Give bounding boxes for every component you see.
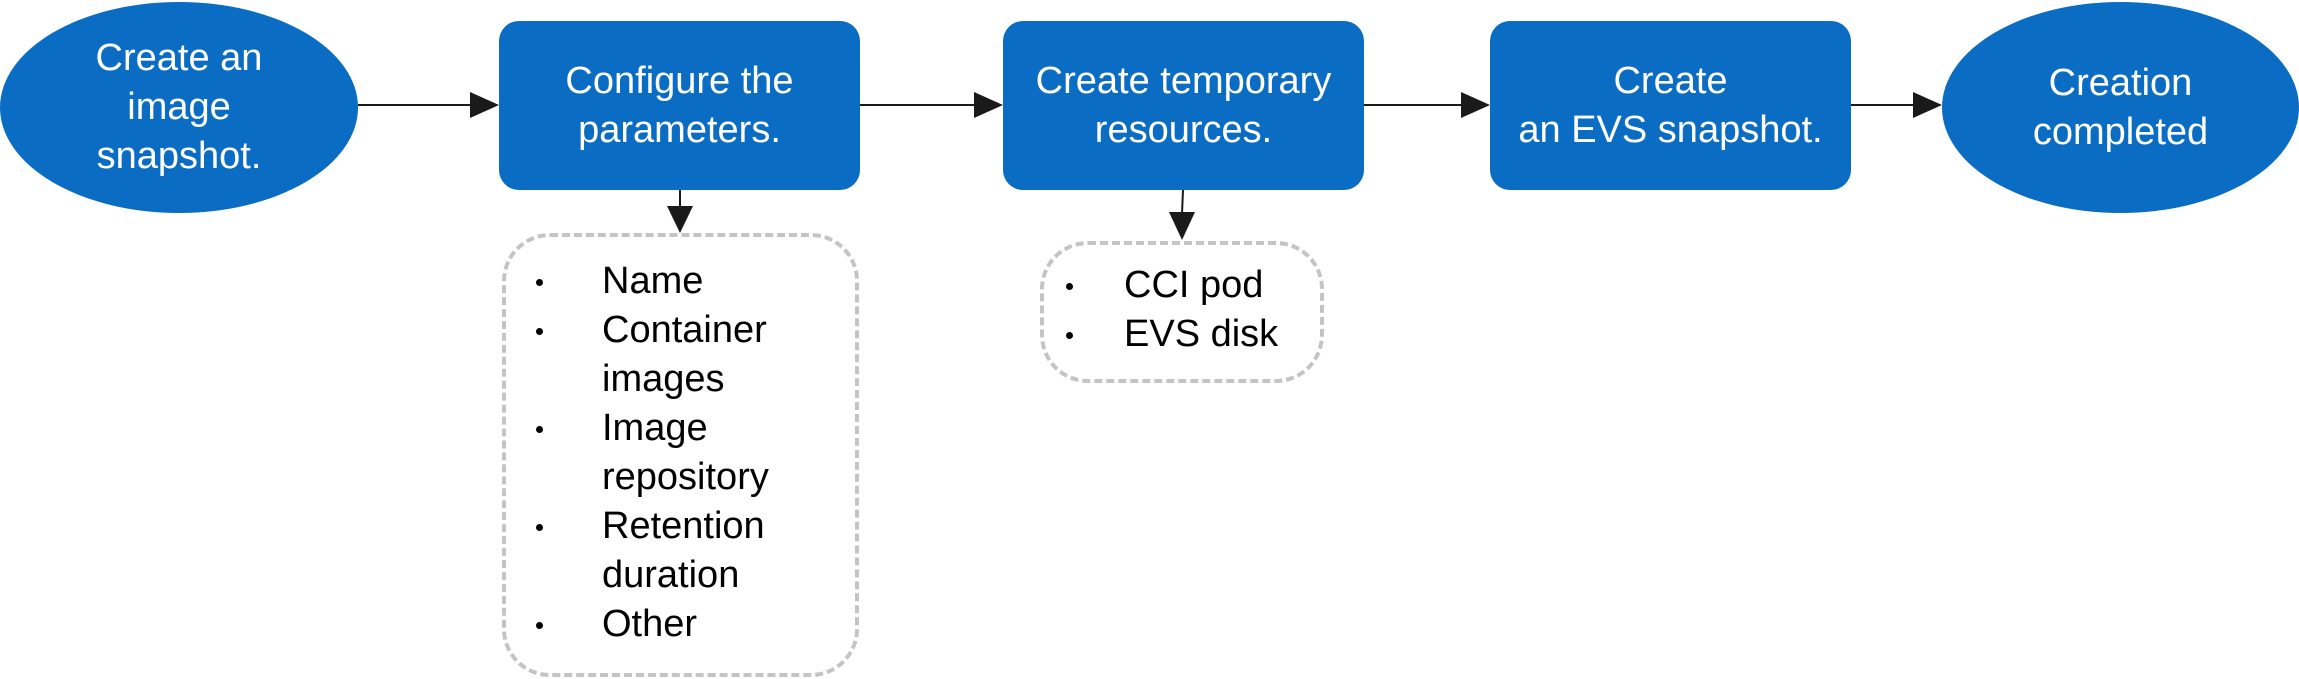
- list-item-text: repository: [602, 456, 769, 498]
- arrow-step3-to-step4: [1364, 92, 1490, 118]
- bullet-icon: [536, 279, 543, 286]
- bullet-icon: [536, 524, 543, 531]
- list-item-text: Retention: [602, 505, 765, 547]
- bullet-icon: [536, 328, 543, 335]
- list-item-text: Container: [602, 309, 767, 351]
- arrow-step1-to-step2: [358, 92, 499, 118]
- bullet-icon: [536, 426, 543, 433]
- step-label-line: an EVS snapshot.: [1518, 108, 1823, 151]
- bullet-icon: [1066, 332, 1073, 339]
- list-item: Image repository: [506, 404, 855, 502]
- list-item-text: Other: [602, 603, 698, 645]
- resources-list: CCI pod EVS disk: [1040, 241, 1324, 383]
- list-item: Container images: [506, 306, 855, 404]
- step-label-line: snapshot.: [96, 135, 262, 177]
- step-label-line: Configure the: [565, 59, 794, 102]
- step-label-line: Create an: [95, 37, 263, 79]
- step-creation-completed: Creation completed: [1942, 2, 2299, 213]
- list-item-text: Name: [602, 260, 704, 302]
- step-label-line: Creation: [2048, 61, 2193, 104]
- arrow-step4-to-step5: [1851, 92, 1942, 118]
- step-create-evs-snapshot: Create an EVS snapshot.: [1490, 21, 1851, 190]
- list-item: EVS disk: [1044, 310, 1320, 359]
- step-create-image-snapshot: Create an image snapshot.: [0, 2, 358, 213]
- list-item-text: images: [602, 358, 725, 400]
- step-create-temporary-resources: Create temporary resources.: [1003, 21, 1364, 190]
- list-item: CCI pod: [1044, 261, 1320, 310]
- arrow-step2-to-step3: [860, 92, 1003, 118]
- list-item-text: EVS disk: [1124, 313, 1279, 355]
- step-label-line: parameters.: [578, 108, 781, 151]
- list-item: Other: [506, 600, 855, 649]
- bullet-icon: [536, 622, 543, 629]
- bullet-icon: [1066, 283, 1073, 290]
- step-label-line: image: [127, 86, 231, 128]
- arrow-step2-to-parameters: [667, 190, 693, 233]
- step-configure-parameters: Configure the parameters.: [499, 21, 860, 190]
- step-label-line: Create temporary: [1035, 59, 1332, 102]
- list-item-text: CCI pod: [1124, 264, 1264, 306]
- step-label-line: Create: [1613, 59, 1728, 102]
- list-item-text: Image: [602, 407, 708, 449]
- list-item: Retention duration: [506, 502, 855, 600]
- step-label-line: completed: [2032, 110, 2209, 153]
- list-item: Name: [506, 257, 855, 306]
- arrow-step3-to-resources: [1169, 189, 1195, 240]
- parameters-list: Name Container images Image repository R…: [502, 233, 859, 677]
- step-label-line: resources.: [1094, 108, 1273, 151]
- list-item-text: duration: [602, 554, 740, 596]
